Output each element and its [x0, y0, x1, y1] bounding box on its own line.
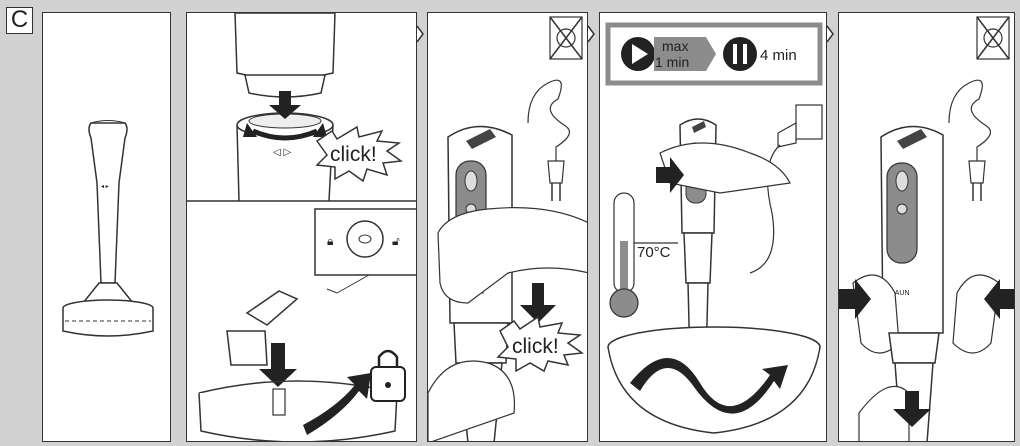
detach-illustration: BRAUN — [839, 13, 1015, 442]
svg-text:◁ ▷: ◁ ▷ — [273, 147, 291, 158]
click-label-1: click! — [330, 143, 377, 166]
svg-text:🔒︎: 🔒︎ — [327, 234, 333, 248]
pause-time-label: 4 min — [760, 47, 797, 64]
max-time-label: 1 min — [655, 54, 689, 70]
panel-operation: max 1 min 4 min 70°C — [599, 12, 827, 442]
blender-shaft-illustration: ◂ ▸ — [43, 13, 171, 442]
operation-illustration: max 1 min 4 min 70°C — [600, 13, 827, 442]
step-letter: C — [6, 7, 33, 34]
svg-text:◂ ▸: ◂ ▸ — [101, 184, 109, 190]
unplug-warning-icon — [977, 17, 1009, 59]
assembly-illustration: ◁ ▷ click! 🔒︎ 🔓︎ — [187, 13, 417, 442]
pause-icon — [723, 37, 757, 71]
svg-text:🔓︎: 🔓︎ — [392, 234, 400, 248]
panel-attach: BRAUN click! — [427, 12, 588, 442]
panel-assembly: ◁ ▷ click! 🔒︎ 🔓︎ — [186, 12, 417, 442]
attach-illustration: BRAUN click! — [428, 13, 588, 442]
max-label: max — [662, 38, 688, 54]
temperature-label: 70°C — [637, 244, 671, 261]
click-label-2: click! — [512, 335, 559, 358]
unplug-warning-icon — [550, 17, 582, 59]
panel-detach: BRAUN — [838, 12, 1015, 442]
panel-blender-shaft: ◂ ▸ — [42, 12, 171, 442]
